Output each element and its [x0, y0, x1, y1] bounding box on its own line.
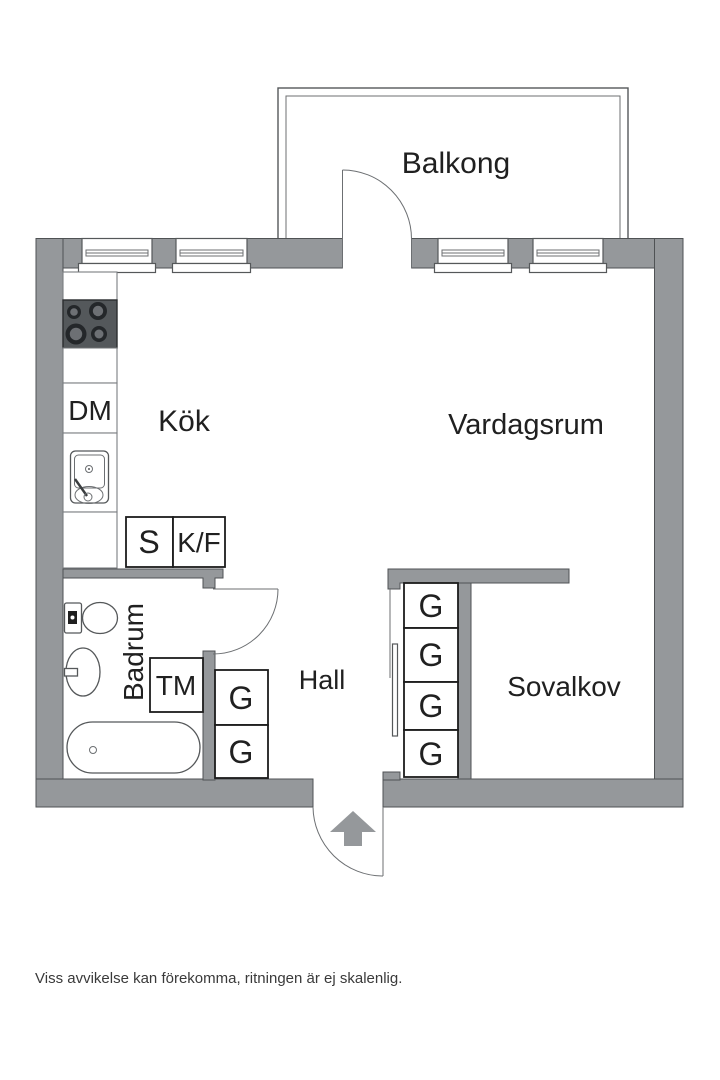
window-sill [77, 262, 157, 274]
toilet-flush-icon [70, 615, 75, 620]
toilet [63, 601, 119, 635]
cleaning-cabinet-box [125, 516, 174, 568]
wall-left [35, 238, 64, 808]
toilet-bowl [81, 601, 119, 635]
kitchen-sink [69, 450, 110, 504]
bathroom-door [212, 588, 279, 655]
window-2 [171, 237, 252, 274]
sink-lower-basin [74, 486, 104, 504]
bathtub-drain-icon [89, 746, 97, 754]
fridge-freezer-label: K/F [177, 527, 221, 558]
wardrobe-label: G [419, 637, 444, 673]
balcony-door [342, 169, 412, 269]
window-frame [437, 237, 509, 265]
counter-segment [62, 347, 118, 384]
sink-tap-icon [63, 667, 79, 677]
counter-segment [62, 511, 118, 569]
room-label-sleeping-alcove: Sovalkov [507, 671, 621, 702]
washing-machine-box [149, 657, 204, 713]
wall-right [654, 238, 684, 808]
entry-arrow-icon [330, 811, 376, 846]
burner-icon [70, 308, 78, 316]
room-label-bathroom: Badrum [118, 603, 149, 701]
wardrobe-label: G [419, 736, 444, 772]
window-frame [532, 237, 604, 265]
wall-bottom-left [35, 778, 314, 808]
wall-bathroom-hall [202, 650, 216, 781]
kitchen-counter: DM [62, 271, 118, 569]
faucet-icon [83, 492, 93, 502]
balcony: Balkong [277, 87, 629, 240]
wardrobe-label: G [229, 734, 254, 770]
burner-icon [94, 329, 104, 339]
wardrobe-box [403, 681, 459, 731]
wardrobe-label: G [229, 680, 254, 716]
footer-note: Viss avvikelse kan förekomma, ritningen … [35, 970, 403, 987]
wall-alcove-bottom-stub [382, 771, 401, 781]
window-sill [528, 262, 608, 274]
entry-door [312, 806, 384, 877]
burner-icon [69, 327, 83, 341]
bathroom-door-swing-arc [212, 588, 279, 655]
wardrobe-label: G [419, 688, 444, 724]
room-label-living-room: Vardagsrum [448, 409, 604, 441]
balcony-door-opening [342, 237, 412, 269]
burner-icon [92, 305, 104, 317]
window-sill [171, 262, 252, 274]
faucet-icon [74, 478, 88, 497]
room-label-hall: Hall [299, 665, 346, 695]
cleaning-cabinet-label: S [138, 524, 159, 560]
wall-alcove-top [387, 568, 570, 590]
kitchen-cabinets: S K/F [125, 516, 226, 568]
bathtub [66, 721, 201, 774]
wardrobe-box [403, 627, 459, 683]
room-label-balcony: Balkong [402, 147, 510, 180]
sink-drain-icon [88, 468, 90, 470]
wardrobe-label: G [419, 588, 444, 624]
bathroom-sink [63, 647, 101, 697]
balcony-door-swing-arc [342, 169, 412, 240]
wardrobe-box [403, 729, 459, 778]
window-4 [528, 237, 608, 274]
wall-bottom-right [382, 778, 684, 808]
wardrobe-box [214, 669, 269, 726]
dishwasher-box [62, 382, 118, 434]
counter-segment [62, 271, 118, 301]
alcove-wardrobes: G G G G [389, 582, 459, 778]
entry-door-swing-arc [312, 806, 384, 877]
dishwasher-label: DM [68, 395, 112, 426]
washing-machine-label: TM [156, 670, 196, 701]
stove-burners [65, 302, 107, 345]
closet-sliding-door [391, 643, 399, 737]
fridge-freezer-box [172, 516, 226, 568]
sink-basin [74, 454, 105, 489]
wall-alcove-closets [457, 582, 472, 780]
wardrobe-box [214, 724, 269, 779]
window-1 [77, 237, 157, 274]
window-frame [175, 237, 248, 265]
hall-wardrobes: G G [214, 669, 269, 779]
wall-kitchen-bathroom [62, 568, 224, 589]
window-sill [433, 262, 513, 274]
window-3 [433, 237, 513, 274]
room-label-kitchen: Kök [158, 405, 211, 438]
bathroom: Badrum TM [63, 588, 279, 774]
sink-drain-icon [85, 465, 93, 473]
window-frame [81, 237, 153, 265]
